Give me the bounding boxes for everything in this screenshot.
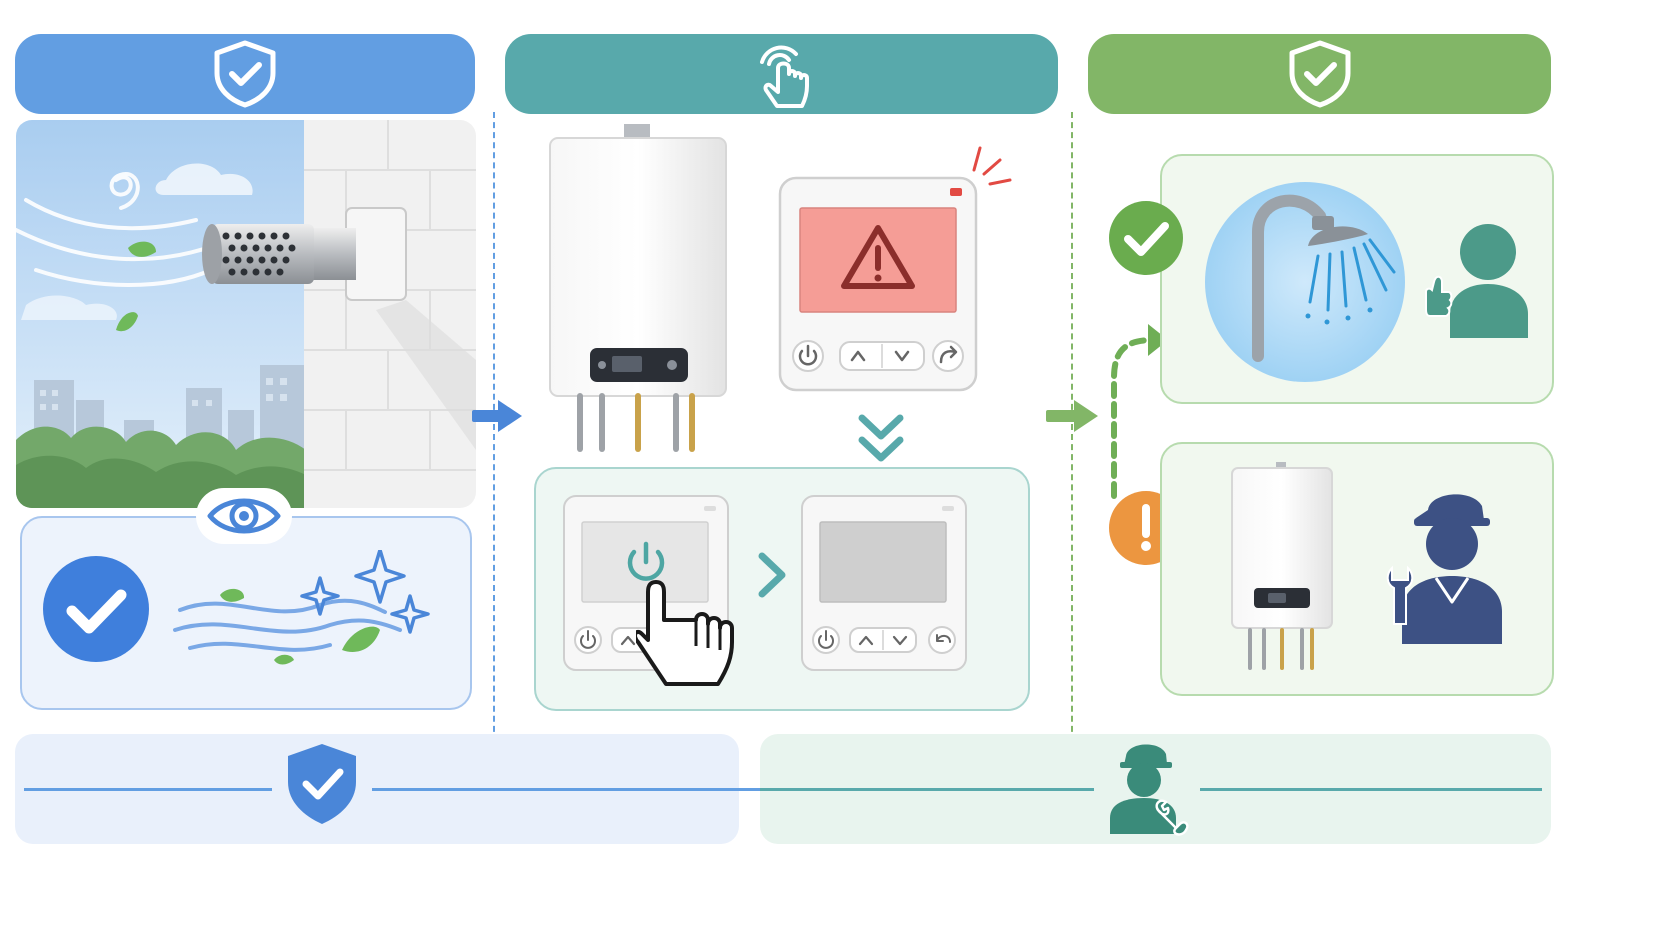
wind-icon — [16, 172, 218, 287]
branch-connector — [1111, 324, 1168, 499]
eye-icon — [207, 498, 281, 534]
header-outcome — [1088, 34, 1551, 114]
shield-check-icon — [1289, 40, 1350, 108]
thermostat-icon — [778, 146, 1012, 392]
check-circle-icon — [1109, 201, 1183, 275]
boiler-icon — [1231, 462, 1333, 670]
header-check-venting — [15, 34, 475, 114]
double-chevron-down-icon — [858, 414, 904, 462]
leaf-icon — [128, 241, 156, 257]
flue-vent-icon — [202, 207, 407, 301]
tap-hand-icon — [759, 45, 809, 108]
sparkle-icon — [300, 550, 430, 634]
eye-badge — [196, 488, 292, 544]
outcome-technician-panel — [1160, 442, 1554, 696]
footer-line-blue — [24, 788, 272, 791]
technician-icon — [1386, 494, 1502, 644]
shield-check-icon — [288, 744, 356, 824]
footer-line-blue — [372, 788, 760, 791]
arrow-right-icon — [1046, 400, 1098, 432]
wrench-icon — [1386, 565, 1414, 625]
shield-check-icon — [214, 40, 276, 108]
divider-2 — [1071, 112, 1073, 752]
footer-line-teal — [1200, 788, 1542, 791]
boiler-icon — [549, 124, 727, 452]
technician-wrench-icon — [1110, 744, 1189, 836]
divider-1 — [493, 112, 495, 752]
thermostat-icon — [801, 495, 967, 671]
vent-scene — [16, 120, 476, 508]
warning-icon — [841, 225, 915, 289]
thumbs-up-user-icon — [1425, 224, 1528, 338]
power-icon — [627, 541, 665, 581]
footer-line-teal — [760, 788, 1094, 791]
shower-icon — [1205, 182, 1405, 382]
check-circle-icon — [43, 556, 149, 662]
alert-led-icon — [950, 188, 962, 196]
leaf-icon — [116, 312, 138, 332]
header-reset-boiler — [505, 34, 1058, 114]
fresh-air-icon — [173, 550, 430, 665]
chevron-right-icon — [758, 552, 786, 598]
arrow-right-icon — [472, 400, 522, 432]
pointer-hand-icon — [636, 580, 734, 686]
